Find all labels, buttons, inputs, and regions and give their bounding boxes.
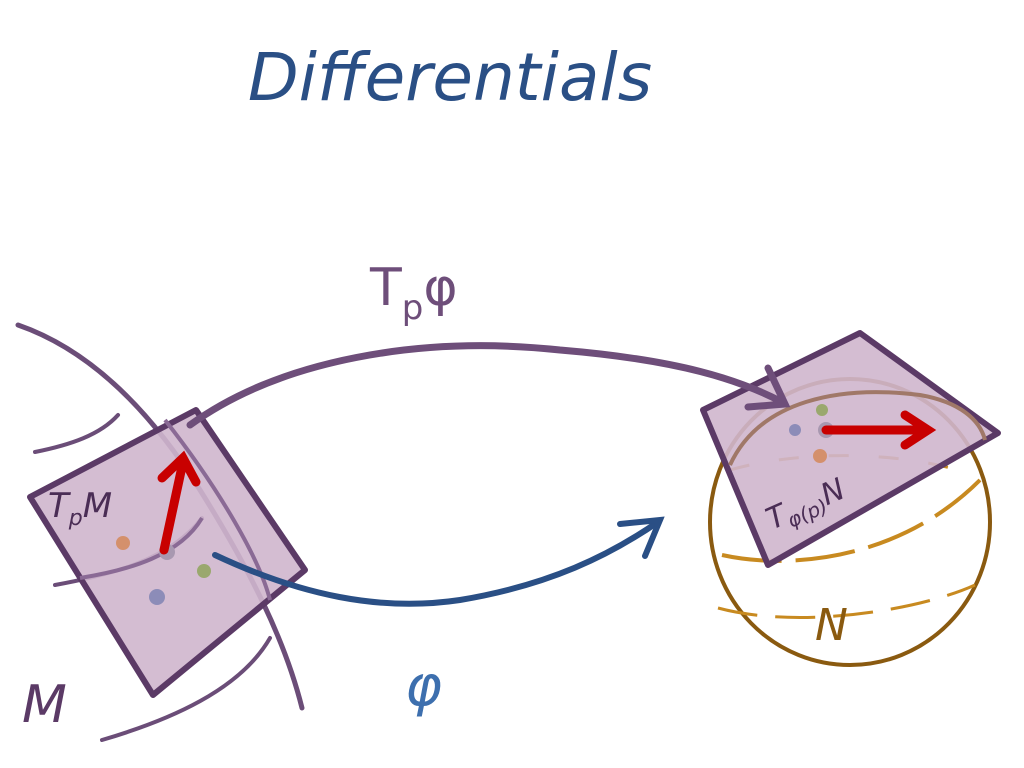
point-orange — [813, 449, 827, 463]
manifold-m-label: M — [22, 675, 67, 735]
manifold-n-label: N — [815, 600, 848, 651]
point-blue — [149, 589, 165, 605]
differential-arrow — [186, 342, 791, 429]
map-arrow — [212, 516, 665, 607]
diagram-title: Differentials — [248, 39, 652, 116]
map-label: φ — [405, 654, 442, 719]
point-green — [197, 564, 211, 578]
point-green — [816, 404, 828, 416]
point-blue — [789, 424, 801, 436]
differential-label: Tpφ — [369, 258, 458, 328]
tangent-space-m-label: TpM — [48, 486, 112, 531]
tangent-vector-left — [157, 450, 201, 555]
point-orange — [116, 536, 130, 550]
tangent-vector-right — [821, 410, 937, 450]
tangent-plane-n — [700, 330, 1001, 568]
